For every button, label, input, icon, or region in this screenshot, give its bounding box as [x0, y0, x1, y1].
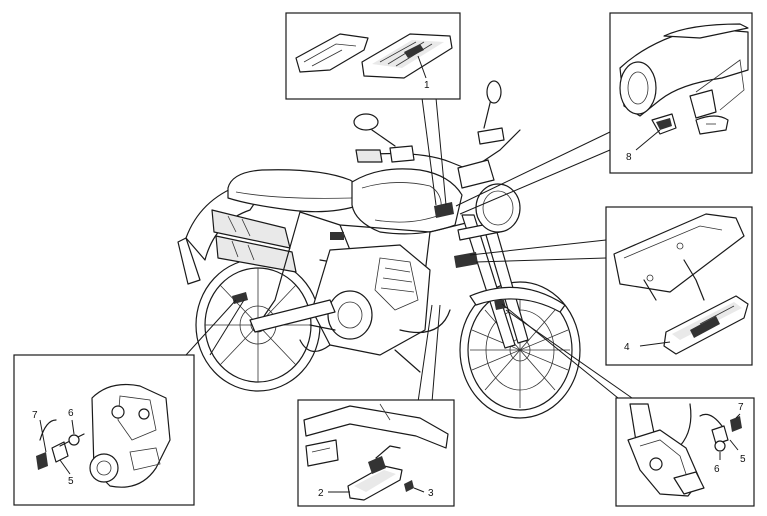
leader-lines: [185, 97, 633, 403]
detail-box-top-center: 1: [285, 12, 461, 100]
detail-box-bottom-left: 7 6 5: [13, 354, 195, 506]
callout-number-4: 4: [624, 342, 630, 353]
callout-number-5-right: 5: [740, 454, 746, 465]
callout-number-1: 1: [424, 80, 430, 91]
front-wheel: [459, 281, 581, 419]
callout-number-6-right: 6: [714, 464, 720, 475]
callout-number-7-left: 7: [32, 410, 38, 421]
detail-box-bottom-right: 7 6 5: [615, 397, 755, 507]
callout-number-6-left: 6: [68, 408, 74, 419]
callout-number-8: 8: [626, 152, 632, 163]
callout-number-3: 3: [428, 488, 434, 499]
callout-number-2: 2: [318, 488, 324, 499]
detail-box-top-right: 8: [609, 12, 753, 174]
motorcycle-drawing: [177, 80, 581, 419]
callout-number-5-left: 5: [68, 476, 74, 487]
callout-number-7-right: 7: [738, 402, 744, 413]
exhaust: [211, 209, 297, 273]
detail-box-mid-right: 4: [605, 206, 753, 366]
detail-box-bottom-center: 2 3: [297, 399, 455, 507]
